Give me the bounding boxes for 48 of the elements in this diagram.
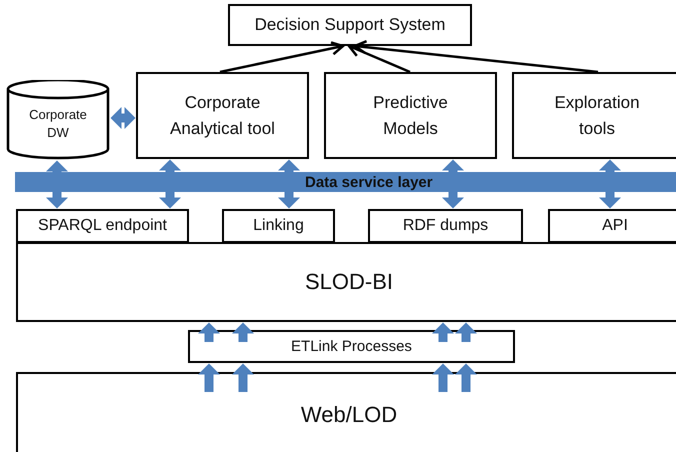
block-arrow xyxy=(159,192,181,208)
block-arrow xyxy=(278,192,300,208)
arrow xyxy=(348,44,410,74)
arrow xyxy=(220,41,344,74)
process-box xyxy=(188,330,515,363)
node-label: Corporate Analytical tool xyxy=(169,92,276,140)
node-label: Corporate DW xyxy=(28,106,88,142)
node-label: Web/LOD xyxy=(300,402,398,428)
block-arrow xyxy=(599,160,621,172)
process-box xyxy=(222,209,335,243)
block-arrow xyxy=(442,160,464,172)
process-box xyxy=(16,209,189,243)
node-label: Exploration tools xyxy=(553,92,641,140)
process-box xyxy=(16,242,676,322)
process-box xyxy=(16,372,676,452)
block-arrow xyxy=(198,322,220,342)
database-cylinder xyxy=(6,80,110,160)
block-arrow xyxy=(110,107,136,129)
node-label: Predictive Models xyxy=(372,92,449,140)
block-arrow xyxy=(198,364,220,392)
block-arrow xyxy=(432,364,454,392)
block-arrow xyxy=(232,322,254,342)
block-arrow xyxy=(278,160,300,172)
block-arrow xyxy=(432,322,454,342)
process-box xyxy=(228,4,472,46)
block-arrow xyxy=(455,322,477,342)
process-box xyxy=(368,209,523,243)
process-box xyxy=(136,72,309,159)
block-arrow xyxy=(159,160,181,172)
node-label: Data service layer xyxy=(305,174,433,190)
process-box xyxy=(512,72,676,159)
process-box xyxy=(548,209,676,243)
node-label: Linking xyxy=(253,217,304,235)
node-label: RDF dumps xyxy=(402,217,488,235)
block-arrow xyxy=(442,192,464,208)
block-arrow xyxy=(232,364,254,392)
block-arrow xyxy=(46,160,68,172)
arrow xyxy=(354,40,598,74)
process-box xyxy=(324,72,497,159)
block-arrow xyxy=(46,192,68,208)
layer-band xyxy=(15,172,676,192)
block-arrow xyxy=(455,364,477,392)
block-arrow xyxy=(599,192,621,208)
node-label: Decision Support System xyxy=(254,15,446,35)
node-label: SPARQL endpoint xyxy=(38,217,167,235)
node-label: API xyxy=(602,217,628,235)
node-label: ETLink Processes xyxy=(291,338,412,355)
node-label: SLOD-BI xyxy=(304,269,394,295)
